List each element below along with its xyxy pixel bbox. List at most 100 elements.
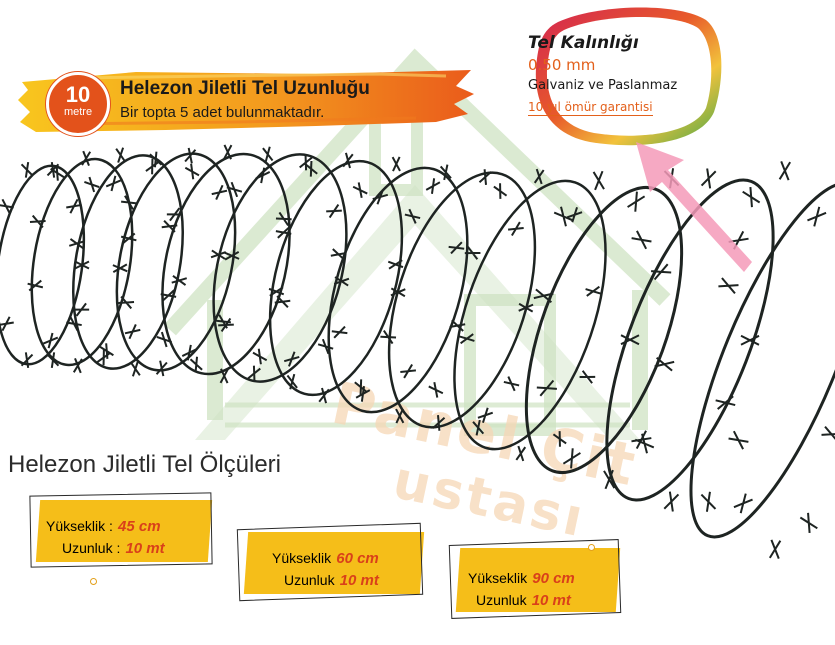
card-height-label: Yükseklik (468, 570, 528, 586)
wire-barb (728, 230, 749, 250)
banner-subtitle: Bir topta 5 adet bulunmaktadır. (120, 104, 325, 121)
card-height-label: Yükseklik (272, 550, 332, 566)
wire-barb (478, 169, 492, 185)
wire-barb (700, 491, 717, 512)
wire-barb (472, 419, 485, 436)
wire-barb (326, 203, 342, 219)
wire-barb (29, 214, 46, 229)
wire-barb (592, 170, 605, 191)
wire-barb (533, 288, 554, 303)
card-length-label: Uzunluk (284, 572, 335, 588)
wire-barb (552, 431, 567, 447)
wire-barb (448, 241, 465, 255)
wire-barb (566, 206, 583, 223)
wire-barb (274, 295, 291, 309)
wire-barb (252, 348, 268, 365)
wire-barb (585, 285, 601, 297)
card-height-row: Yükseklik 90 cm (468, 568, 575, 587)
wire-loop (212, 153, 348, 383)
wire-loop (524, 185, 684, 475)
wire-barb (181, 344, 197, 361)
wire-barb (518, 302, 534, 313)
wire-barb (66, 198, 82, 214)
wire-barb (317, 338, 334, 355)
wire-barb (515, 445, 527, 462)
wire-loop (161, 152, 291, 376)
wire-barb (631, 230, 652, 250)
wire-barb (331, 325, 348, 339)
warranty-text: 10 yıl ömür garantisi (528, 100, 728, 116)
wire-barb (355, 386, 371, 402)
wire-barb (400, 363, 417, 379)
wire-barb (112, 263, 128, 273)
wire-barb (342, 152, 354, 169)
wire-loop (0, 164, 86, 366)
wire-loop (387, 171, 537, 429)
wire-barb (96, 349, 111, 366)
thickness-material: Galvaniz ve Paslanmaz (528, 78, 678, 93)
wire-barb (352, 182, 368, 199)
wire-barb (275, 211, 292, 226)
wire-barb (115, 147, 126, 163)
wire-barb (20, 352, 34, 368)
warranty-label: 10 yıl ömür garantisi (528, 100, 653, 116)
wire-barb (0, 316, 14, 332)
card-height-row: Yükseklik : 45 cm (46, 516, 161, 535)
wire-barb (428, 381, 444, 398)
decor-dot (588, 544, 595, 551)
badge-number: 10 (65, 82, 91, 107)
wire-barb (654, 357, 675, 372)
wire-barb (493, 183, 508, 199)
wire-barb (663, 491, 680, 512)
wire-barb (72, 357, 83, 374)
wire-barb (391, 156, 401, 172)
wire-barb (99, 343, 114, 359)
wire-barb (226, 181, 243, 198)
wire-barb (247, 365, 261, 382)
wire-loop (30, 157, 134, 367)
wire-barb (299, 154, 313, 171)
wire-barb (449, 319, 466, 332)
card-length-value: 10 mt (339, 572, 379, 589)
wire-barb (130, 361, 141, 377)
wire-barb (464, 246, 481, 260)
card-height-value: 90 cm (532, 570, 575, 587)
card-length-label: Uzunluk : (62, 540, 121, 556)
length-banner: 10 metre Helezon Jiletli Tel Uzunluğu Bi… (16, 64, 476, 136)
thickness-value: 0.50 mm (528, 56, 596, 74)
card-height-value: 60 cm (336, 550, 379, 567)
wire-barb (821, 425, 835, 443)
wire-barb (477, 407, 494, 424)
wire-barb (0, 198, 14, 214)
gradient-blob-background (535, 7, 722, 146)
length-badge: 10 metre (46, 72, 110, 136)
size-card-90: Yükseklik 90 cm Uzunluk 10 mt (448, 538, 628, 624)
wire-barb (778, 161, 792, 181)
wire-barb (20, 162, 34, 178)
wire-loop (72, 154, 184, 370)
wire-barb (354, 379, 368, 396)
wire-barb (425, 178, 441, 194)
card-length-row: Uzunluk 10 mt (476, 590, 571, 609)
wire-barb (380, 330, 397, 345)
wire-barb (387, 259, 404, 270)
wire-barb (124, 324, 141, 340)
wire-barb (740, 334, 760, 346)
thickness-title: Tel Kalınlığı (528, 33, 639, 53)
wire-barb (121, 195, 137, 210)
wire-barb (439, 164, 452, 181)
wire-barb (620, 334, 640, 346)
wire-barb (210, 249, 227, 260)
wire-barb (627, 191, 646, 212)
wire-barb (184, 163, 200, 180)
wire-barb (74, 260, 90, 270)
wire-barb (255, 167, 271, 184)
wire-barb (728, 430, 749, 450)
wire-barb (807, 206, 827, 227)
wire-barb (432, 415, 446, 431)
card-length-row: Uzunluk 10 mt (284, 570, 379, 589)
card-length-label: Uzunluk (476, 592, 527, 608)
wire-barb (404, 208, 421, 224)
wire-barb (503, 376, 520, 392)
